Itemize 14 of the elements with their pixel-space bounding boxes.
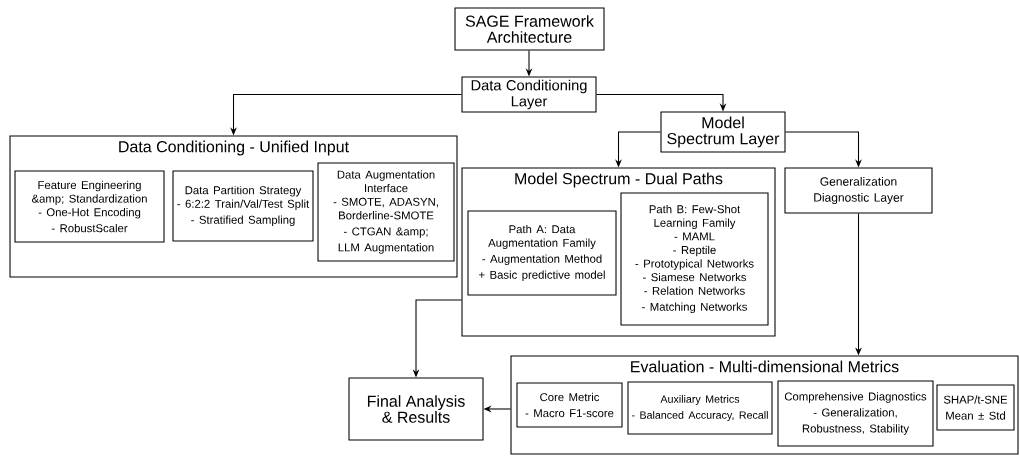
component-box: Data Augmentation Interface - SMOTE, ADASYN, Borderline-SMOTE - CTGAN &amp; LLM Augmentation <box>317 162 455 262</box>
layer-box: Data Conditioning Layer <box>461 76 597 113</box>
title-box: SAGE Framework Architecture <box>454 7 605 51</box>
component-box: Path A: Data Augmentation Family - Augmentation Method + Basic predictive model <box>467 210 617 296</box>
layer-box: Generalization Diagnostic Layer <box>784 167 933 214</box>
metric-box: Auxiliary Metrics - Balanced Accuracy, Recall <box>627 381 773 435</box>
component-box: Feature Engineering &amp; Standardization - One-Hot Encoding - RobustScaler <box>14 170 165 243</box>
layer-box: Model Spectrum Layer <box>660 111 786 153</box>
result-box: Final Analysis & Results <box>348 377 484 441</box>
component-box: Data Partition Strategy - 6:2:2 Train/Val/Test Split - Stratified Sampling <box>172 170 314 242</box>
metric-box: SHAP/t-SNE Mean ± Std <box>936 384 1015 431</box>
metric-box: Core Metric - Macro F1-score <box>516 382 623 428</box>
metric-box: Comprehensive Diagnostics - Generalization, Robustness, Stability <box>777 380 934 447</box>
component-box: Path B: Few-Shot Learning Family - MAML - Reptile - Prototypical Networks - Siamese Networks - Relation Networks - Matching Networks <box>620 192 769 326</box>
